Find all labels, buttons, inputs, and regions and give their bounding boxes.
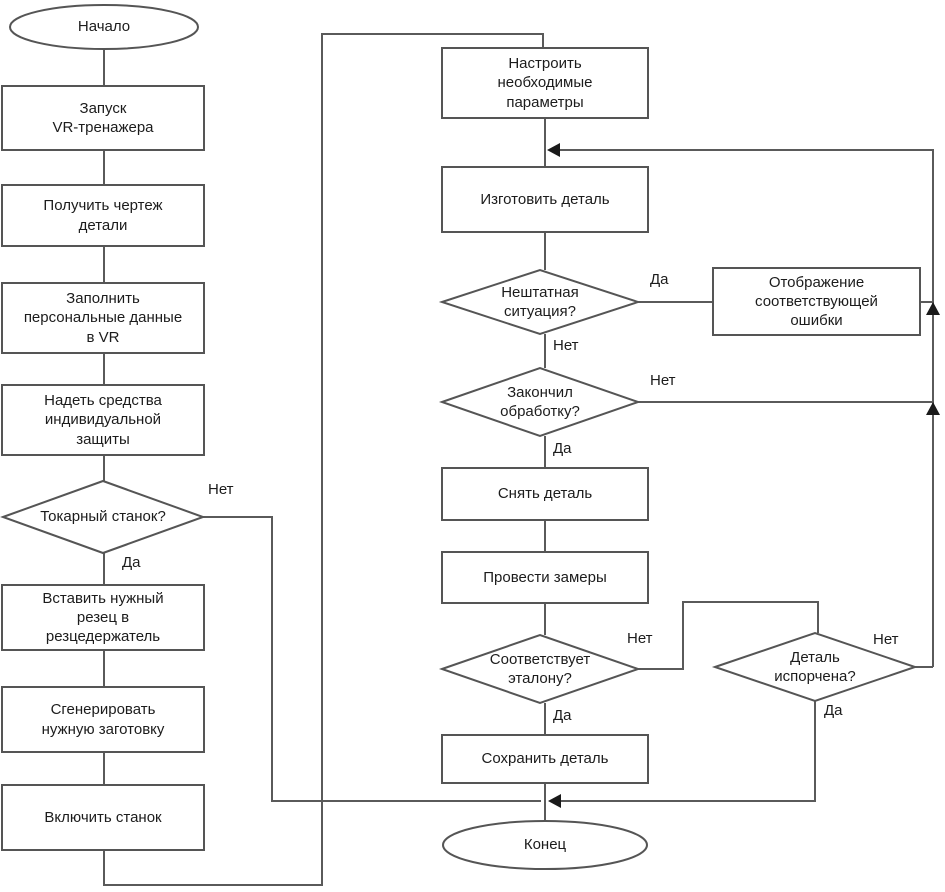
node-insert-cutter-shape <box>1 584 205 651</box>
node-get-drawing-shape <box>1 184 205 247</box>
node-error-display-shape <box>712 267 921 336</box>
node-measure-shape <box>441 551 649 604</box>
edge-matches-no <box>638 601 819 670</box>
edge-right-return <box>559 149 934 667</box>
arrowhead-merge-error-junction <box>926 302 940 315</box>
node-start-shape <box>9 4 199 50</box>
node-spoiled-question-shape <box>711 631 919 703</box>
node-save-part-shape <box>441 734 649 784</box>
node-generate-blank-shape <box>1 686 205 753</box>
node-remove-part-shape <box>441 467 649 521</box>
arrowhead-into-end-junction <box>548 794 561 808</box>
node-wear-ppe-shape <box>1 384 205 456</box>
node-lathe-question-shape <box>0 479 206 555</box>
arrowhead-merge-finished-junction <box>926 402 940 415</box>
node-make-part-shape <box>441 166 649 233</box>
node-set-params-shape <box>441 47 649 119</box>
node-launch-vr-shape <box>1 85 205 151</box>
edge-spoiled-yes <box>560 701 816 802</box>
edge-turnon-loop-to-params <box>103 33 544 886</box>
arrowhead-return-to-make <box>547 143 560 157</box>
node-end-shape <box>442 820 648 870</box>
edge-lathe-no <box>203 516 541 802</box>
node-emergency-question-shape <box>438 268 642 336</box>
node-fill-personal-shape <box>1 282 205 354</box>
node-turn-on-machine-shape <box>1 784 205 851</box>
node-finished-question-shape <box>438 366 642 438</box>
node-matches-question-shape <box>438 633 642 705</box>
